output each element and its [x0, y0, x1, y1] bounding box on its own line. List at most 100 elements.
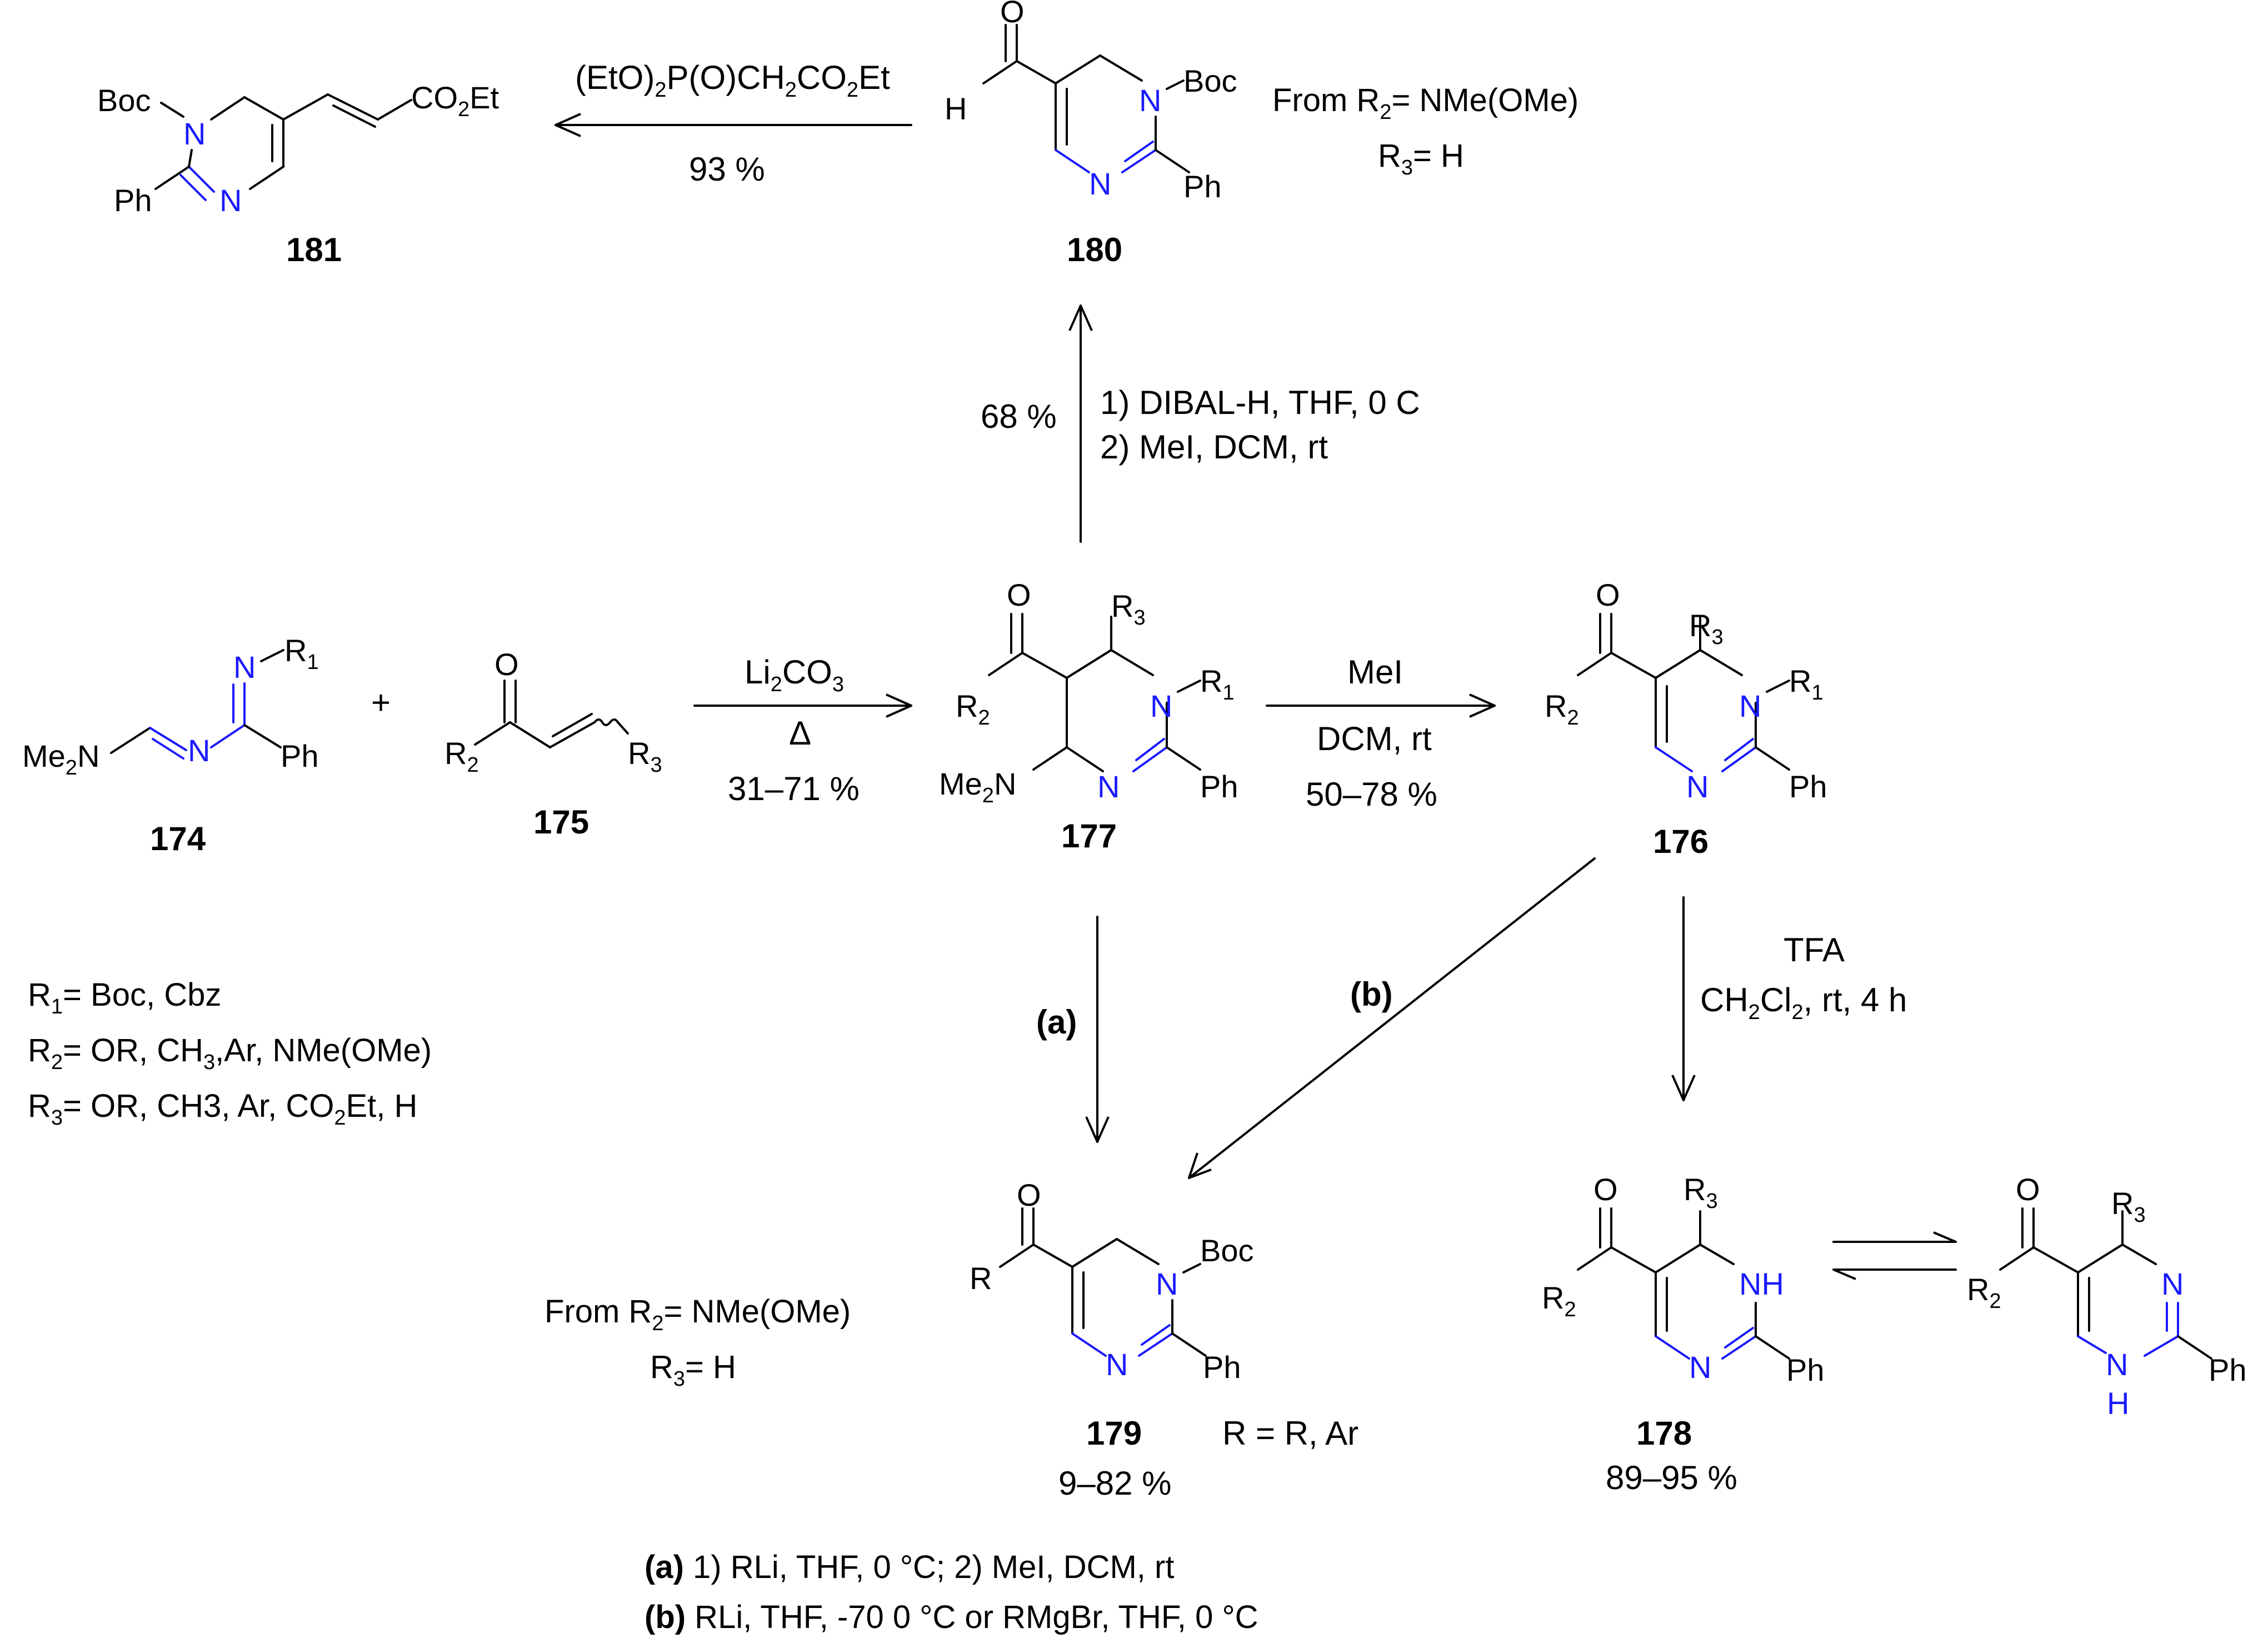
atom-o: O	[494, 647, 519, 682]
atom-n: N	[1150, 688, 1172, 723]
atom-r2: R2	[1545, 688, 1579, 730]
atom-ph: Ph	[2209, 1352, 2247, 1387]
compound-178: NH N Ph R3 O R2 178 89–95 %	[1542, 1172, 1825, 1496]
atom-ph: Ph	[1183, 169, 1222, 204]
note-179-r3: R3= H	[650, 1349, 736, 1391]
reagent-hwe: (EtO)2P(O)CH2CO2Et	[575, 59, 890, 102]
atom-nh: NH	[1739, 1266, 1784, 1301]
compound-179: N Boc N Ph O R 179 9–82 % R = R, Ar	[970, 1177, 1358, 1502]
arrow-174-177: Li2CO3 Δ 31–71 %	[693, 653, 912, 807]
atom-h: H	[945, 91, 967, 126]
atom-boc: Boc	[97, 83, 151, 118]
plus-sign: +	[371, 684, 391, 721]
atom-n: N	[2161, 1266, 2184, 1301]
note-179-r2: From R2= NMe(OMe)	[544, 1294, 851, 1335]
footnote-a: (a) 1) RLi, THF, 0 °C; 2) MeI, DCM, rt	[645, 1549, 1174, 1585]
r-definition: R = R, Ar	[1222, 1415, 1358, 1452]
atom-r2: R2	[1542, 1280, 1576, 1321]
atom-r1: R1	[1789, 663, 1824, 705]
atom-me2n: Me2N	[939, 766, 1016, 807]
atom-boc: Boc	[1200, 1233, 1254, 1268]
atom-r2: R2	[956, 688, 990, 730]
atom-n: N	[1139, 83, 1161, 118]
arrow-177-180: 1) DIBAL-H, THF, 0 C 2) MeI, DCM, rt 68 …	[981, 304, 1420, 543]
compound-180: N Boc N Ph O H 180	[945, 0, 1237, 268]
label-b: (b)	[1350, 976, 1393, 1013]
atom-n: N	[1106, 1347, 1128, 1382]
arrow-a: (a)	[1036, 916, 1110, 1143]
atom-ph: Ph	[1200, 769, 1238, 804]
def-r3: R3= OR, CH3, Ar, CO2Et, H	[28, 1088, 417, 1130]
def-r1: R1= Boc, Cbz	[28, 977, 221, 1018]
compound-178-tautomer: N N H Ph R3 O R2	[1967, 1172, 2247, 1421]
compound-177-label: 177	[1061, 817, 1117, 855]
compound-180-label: 180	[1067, 231, 1122, 268]
reagent-tfa: TFA	[1784, 931, 1845, 968]
atom-n: N	[1089, 166, 1111, 201]
atom-ph: Ph	[281, 738, 319, 773]
atom-ph: Ph	[1203, 1350, 1241, 1385]
compound-181-label: 181	[286, 231, 342, 268]
atom-ph: Ph	[1789, 769, 1827, 804]
atom-h: H	[2107, 1386, 2129, 1421]
atom-n: N	[1686, 769, 1709, 804]
atom-co2et: CO2Et	[411, 80, 499, 121]
compound-177: N R1 N Ph R3 O R2 Me2N 177	[939, 577, 1238, 855]
compound-176-label: 176	[1653, 823, 1709, 860]
yield-180-181: 93 %	[689, 151, 765, 188]
equilibrium-arrows	[1832, 1231, 1957, 1280]
compound-175-label: 175	[533, 803, 589, 841]
condition-heat: Δ	[789, 715, 811, 752]
label-a: (a)	[1036, 1003, 1077, 1041]
compound-175: O R2 R3 175	[444, 647, 662, 841]
arrow-177-176: MeI DCM, rt 50–78 %	[1266, 653, 1496, 813]
def-r2: R2= OR, CH3,Ar, NMe(OMe)	[28, 1032, 432, 1074]
atom-o: O	[1017, 1177, 1041, 1212]
atom-r3: R3	[2111, 1186, 2146, 1227]
atom-r1: R1	[284, 633, 319, 674]
atom-n: N	[219, 183, 242, 218]
atom-r2: R2	[444, 736, 479, 777]
atom-ph: Ph	[1786, 1352, 1825, 1387]
reagent-li2co3: Li2CO3	[745, 653, 844, 696]
compound-176: N R1 N Ph R3 O R2 176	[1545, 577, 1827, 860]
atom-n: N	[1739, 688, 1761, 723]
atom-r3: R3	[1689, 608, 1724, 649]
step1-dibal: 1) DIBAL-H, THF, 0 C	[1100, 384, 1420, 421]
atom-r3: R3	[1111, 588, 1146, 630]
compound-174-label: 174	[150, 820, 206, 857]
yield-178: 89–95 %	[1606, 1459, 1737, 1496]
atom-o: O	[1596, 577, 1620, 612]
step2-mei: 2) MeI, DCM, rt	[1100, 428, 1328, 466]
reagent-mei: MeI	[1347, 653, 1403, 691]
condition-dcm-rt: DCM, rt	[1317, 720, 1432, 757]
atom-o: O	[1007, 577, 1031, 612]
atom-r3: R3	[628, 736, 662, 777]
compound-181: Boc N N Ph CO2Et 181	[97, 80, 499, 268]
condition-ch2cl2: CH2Cl2, rt, 4 h	[1700, 981, 1907, 1024]
yield-174-177: 31–71 %	[728, 770, 860, 807]
atom-n: N	[1156, 1266, 1178, 1301]
atom-o: O	[2016, 1172, 2040, 1207]
atom-n: N	[1097, 769, 1120, 804]
atom-o: O	[1000, 0, 1025, 29]
atom-r3: R3	[1683, 1172, 1718, 1213]
atom-n: N	[233, 650, 256, 685]
footnote-b: (b) RLi, THF, -70 0 °C or RMgBr, THF, 0 …	[645, 1599, 1258, 1635]
yield-177-176: 50–78 %	[1306, 776, 1437, 813]
yield-179: 9–82 %	[1058, 1465, 1172, 1502]
arrow-176-178: TFA CH2Cl2, rt, 4 h	[1671, 896, 1907, 1101]
arrow-b: (b)	[1188, 857, 1596, 1179]
yield-177-180: 68 %	[981, 398, 1057, 435]
atom-r2: R2	[1967, 1272, 2001, 1313]
atom-n: N	[183, 116, 206, 151]
atom-r: R	[970, 1261, 992, 1296]
atom-me2n: Me2N	[22, 738, 99, 780]
atom-r1: R1	[1200, 663, 1235, 705]
note-180-r3: R3= H	[1378, 138, 1464, 179]
compound-178-label: 178	[1636, 1415, 1692, 1452]
atom-n: N	[188, 733, 210, 768]
atom-n: N	[2106, 1347, 2128, 1382]
arrow-180-181: (EtO)2P(O)CH2CO2Et 93 %	[554, 59, 912, 188]
